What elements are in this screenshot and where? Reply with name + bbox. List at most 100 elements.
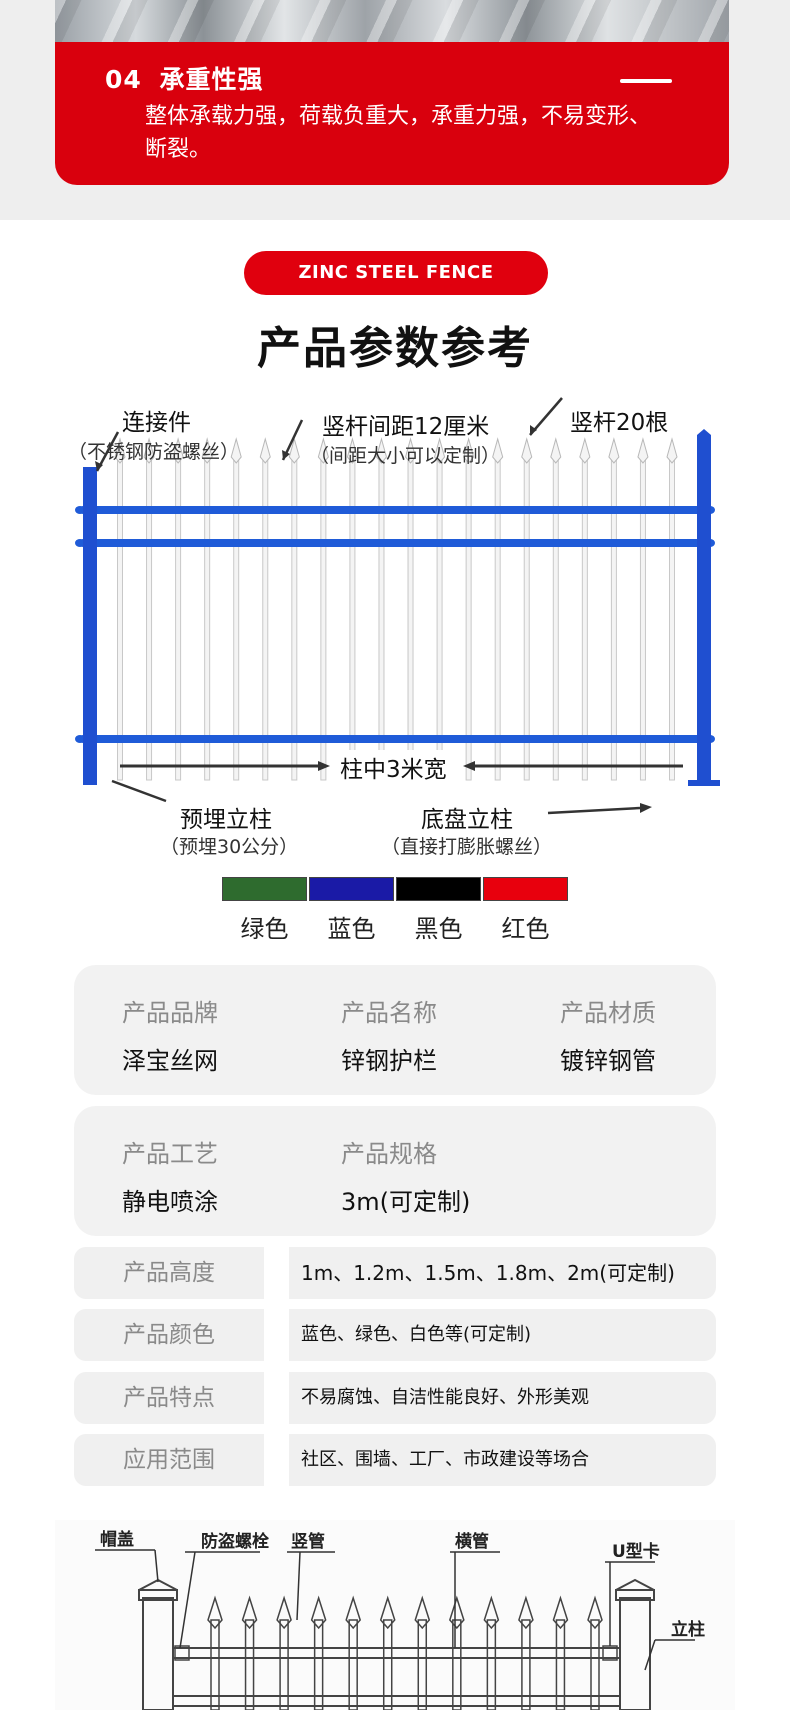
left-post xyxy=(83,467,97,785)
product-photo-strip xyxy=(55,0,729,42)
schematic-picket-tip xyxy=(483,1595,500,1630)
schematic-pickets xyxy=(207,1595,603,1710)
schematic-picket xyxy=(348,1619,358,1710)
param-value: 3m(可定制) xyxy=(341,1188,471,1216)
schematic-picket-tip xyxy=(379,1595,396,1630)
param-key: 产品工艺 xyxy=(122,1140,218,1168)
label-connector-note: （不锈钢防盗螺丝） xyxy=(68,441,240,463)
param-row-key: 产品颜色 xyxy=(74,1309,264,1361)
feature-title: 04 承重性强 xyxy=(105,60,264,96)
param-process: 产品工艺 静电喷涂 xyxy=(122,1134,218,1217)
middle-rail xyxy=(80,539,710,547)
params-card-process: 产品工艺 静电喷涂 产品规格 3m(可定制) xyxy=(74,1106,716,1236)
fence-picket-tip xyxy=(201,437,213,464)
schematic-picket xyxy=(486,1619,497,1710)
fence-picket xyxy=(523,454,530,781)
schematic-picket xyxy=(590,1619,600,1710)
schematic-picket-tip xyxy=(207,1595,223,1630)
label-width: 柱中3米宽 xyxy=(336,750,451,784)
schematic-picket-tip xyxy=(552,1595,569,1630)
schematic-label-cap: 帽盖 xyxy=(100,1530,134,1550)
param-brand: 产品品牌 泽宝丝网 xyxy=(122,993,218,1076)
param-key: 产品品牌 xyxy=(122,999,218,1027)
param-value: 泽宝丝网 xyxy=(122,1047,218,1075)
param-name: 产品名称 锌钢护栏 xyxy=(341,993,437,1076)
bottom-rail xyxy=(80,735,710,743)
fence-picket xyxy=(669,454,675,781)
right-post xyxy=(697,435,711,780)
fence-picket-tip xyxy=(492,437,504,464)
fence-picket xyxy=(262,454,269,781)
fence-picket-tip xyxy=(143,437,155,464)
schematic-illustration xyxy=(95,1549,695,1710)
schematic-label-ucard: U型卡 xyxy=(612,1542,660,1562)
schematic-picket-tip xyxy=(414,1595,431,1630)
label-embedded-note: （预埋30公分） xyxy=(160,836,299,858)
schematic-picket xyxy=(521,1619,531,1710)
param-material: 产品材质 镀锌钢管 xyxy=(560,993,656,1076)
fence-picket xyxy=(552,454,559,781)
label-spacing-note: （间距大小可以定制） xyxy=(310,445,501,467)
top-band: 04 承重性强 整体承载力强，荷载负重大，承重力强，不易变形、断裂。 xyxy=(0,0,790,220)
label-spacing: 竖杆间距12厘米 xyxy=(322,414,490,440)
feature-number: 04 xyxy=(105,65,142,94)
fence-picket-tip xyxy=(463,437,475,464)
schematic-picket xyxy=(452,1619,462,1710)
param-row-height: 产品高度 1m、1.2m、1.5m、1.8m、2m(可定制) xyxy=(74,1247,716,1299)
schematic-picket xyxy=(382,1619,393,1710)
fence-picket xyxy=(494,454,501,781)
feature-dash xyxy=(620,79,672,83)
fence-diagram: 连接件 （不锈钢防盗螺丝） 竖杆间距12厘米 （间距大小可以定制） 竖杆20根 … xyxy=(0,395,790,865)
schematic-picket xyxy=(313,1619,324,1710)
fence-picket xyxy=(465,454,472,781)
fence-illustration xyxy=(75,397,720,815)
fence-picket-tip xyxy=(259,437,271,464)
fence-picket-tip xyxy=(608,437,620,464)
fence-picket-tip xyxy=(172,437,184,464)
schematic-label-post: 立柱 xyxy=(671,1620,705,1640)
label-embedded-post: 预埋立柱 xyxy=(180,807,272,833)
fence-picket-tip xyxy=(404,437,417,464)
param-row-key: 应用范围 xyxy=(74,1434,264,1486)
swatch-label-green: 绿色 xyxy=(240,915,289,943)
param-key: 产品名称 xyxy=(341,999,437,1027)
fence-pickets xyxy=(114,437,678,781)
fence-picket-tip xyxy=(521,437,533,464)
schematic-label-horizontal: 横管 xyxy=(455,1532,489,1552)
schematic-picket-tip xyxy=(518,1595,534,1630)
label-pickets: 竖杆20根 xyxy=(570,410,669,436)
param-row-value: 蓝色、绿色、白色等(可定制) xyxy=(289,1309,716,1361)
param-row-key: 产品特点 xyxy=(74,1372,264,1424)
schematic-label-vertical: 竖管 xyxy=(291,1532,325,1552)
fence-picket xyxy=(204,454,211,781)
params-card-basic: 产品品牌 泽宝丝网 产品名称 锌钢护栏 产品材质 镀锌钢管 xyxy=(74,965,716,1095)
fence-picket-tip xyxy=(579,437,591,464)
schematic-label-bolt: 防盗螺栓 xyxy=(201,1532,269,1552)
top-rail xyxy=(80,506,710,514)
feature-card: 04 承重性强 整体承载力强，荷载负重大，承重力强，不易变形、断裂。 xyxy=(55,42,729,185)
schematic-picket xyxy=(555,1619,566,1710)
param-row-value: 不易腐蚀、自洁性能良好、外形美观 xyxy=(289,1372,716,1424)
param-row-key: 产品高度 xyxy=(74,1247,264,1299)
swatch-black xyxy=(396,877,481,901)
fence-picket xyxy=(349,454,356,781)
fence-picket xyxy=(291,454,298,781)
fence-picket-tip xyxy=(230,437,242,464)
schematic-picket-tip xyxy=(310,1595,327,1630)
fence-picket-tip xyxy=(375,437,388,464)
param-row-features: 产品特点 不易腐蚀、自洁性能良好、外形美观 xyxy=(74,1372,716,1424)
fence-picket xyxy=(639,454,646,781)
fence-picket-tip xyxy=(317,437,329,464)
schematic-picket-tip xyxy=(448,1595,465,1630)
schematic-picket xyxy=(279,1619,289,1710)
label-connector: 连接件 xyxy=(122,410,191,436)
feature-text: 整体承载力强，荷载负重大，承重力强，不易变形、断裂。 xyxy=(145,104,652,162)
param-key: 产品规格 xyxy=(341,1140,437,1168)
fence-picket-tip xyxy=(114,437,126,464)
param-spec: 产品规格 3m(可定制) xyxy=(341,1134,470,1217)
schematic-picket-tip xyxy=(587,1595,603,1630)
param-row-color: 产品颜色 蓝色、绿色、白色等(可定制) xyxy=(74,1309,716,1361)
section-pill: ZINC STEEL FENCE xyxy=(244,251,548,295)
schematic-picket xyxy=(417,1619,428,1710)
schematic-picket xyxy=(244,1619,255,1710)
